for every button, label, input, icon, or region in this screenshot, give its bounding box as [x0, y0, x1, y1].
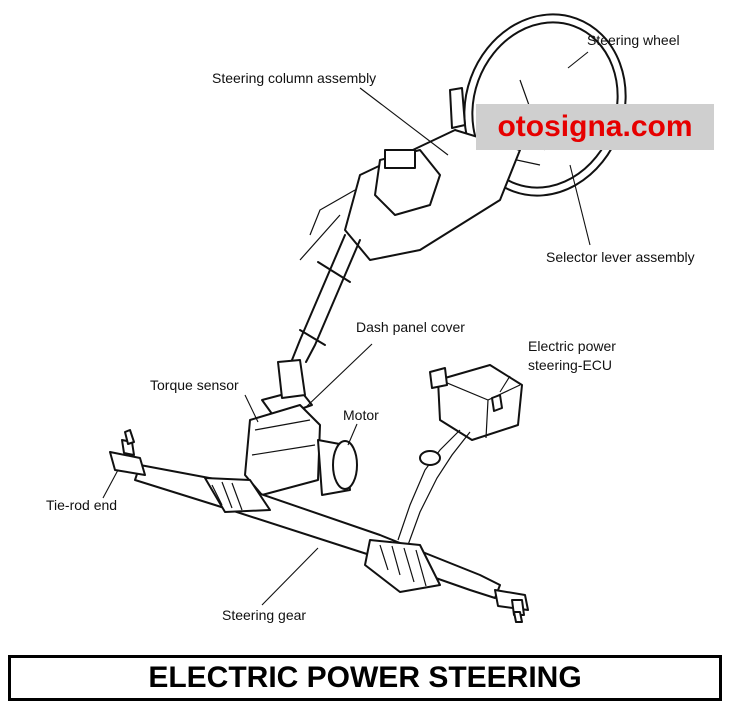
steering-column-drawing	[291, 87, 521, 363]
label-dash-panel-cover: Dash panel cover	[356, 319, 465, 335]
label-steering-column-assembly: Steering column assembly	[212, 70, 376, 86]
label-steering-gear: Steering gear	[222, 607, 306, 623]
label-selector-lever-assembly: Selector lever assembly	[546, 249, 695, 265]
leader-lines	[102, 51, 591, 606]
label-motor: Motor	[343, 407, 379, 423]
watermark-logo: otosigna.com	[476, 104, 714, 150]
diagram-title: ELECTRIC POWER STEERING	[8, 655, 722, 701]
torque-sensor-motor-drawing	[244, 404, 358, 496]
label-ecu-line1: Electric power	[528, 338, 616, 354]
label-steering-wheel: Steering wheel	[587, 32, 680, 48]
label-torque-sensor: Torque sensor	[150, 377, 239, 393]
tie-rod-ends-drawing	[109, 429, 529, 623]
label-tie-rod-end: Tie-rod end	[46, 497, 117, 513]
label-ecu-line2: steering-ECU	[528, 357, 612, 373]
dash-panel-cover-drawing	[261, 359, 313, 419]
steering-diagram: Steering wheel Steering column assembly …	[46, 13, 695, 623]
steering-gear-drawing	[134, 464, 501, 599]
ecu-drawing	[397, 364, 523, 546]
